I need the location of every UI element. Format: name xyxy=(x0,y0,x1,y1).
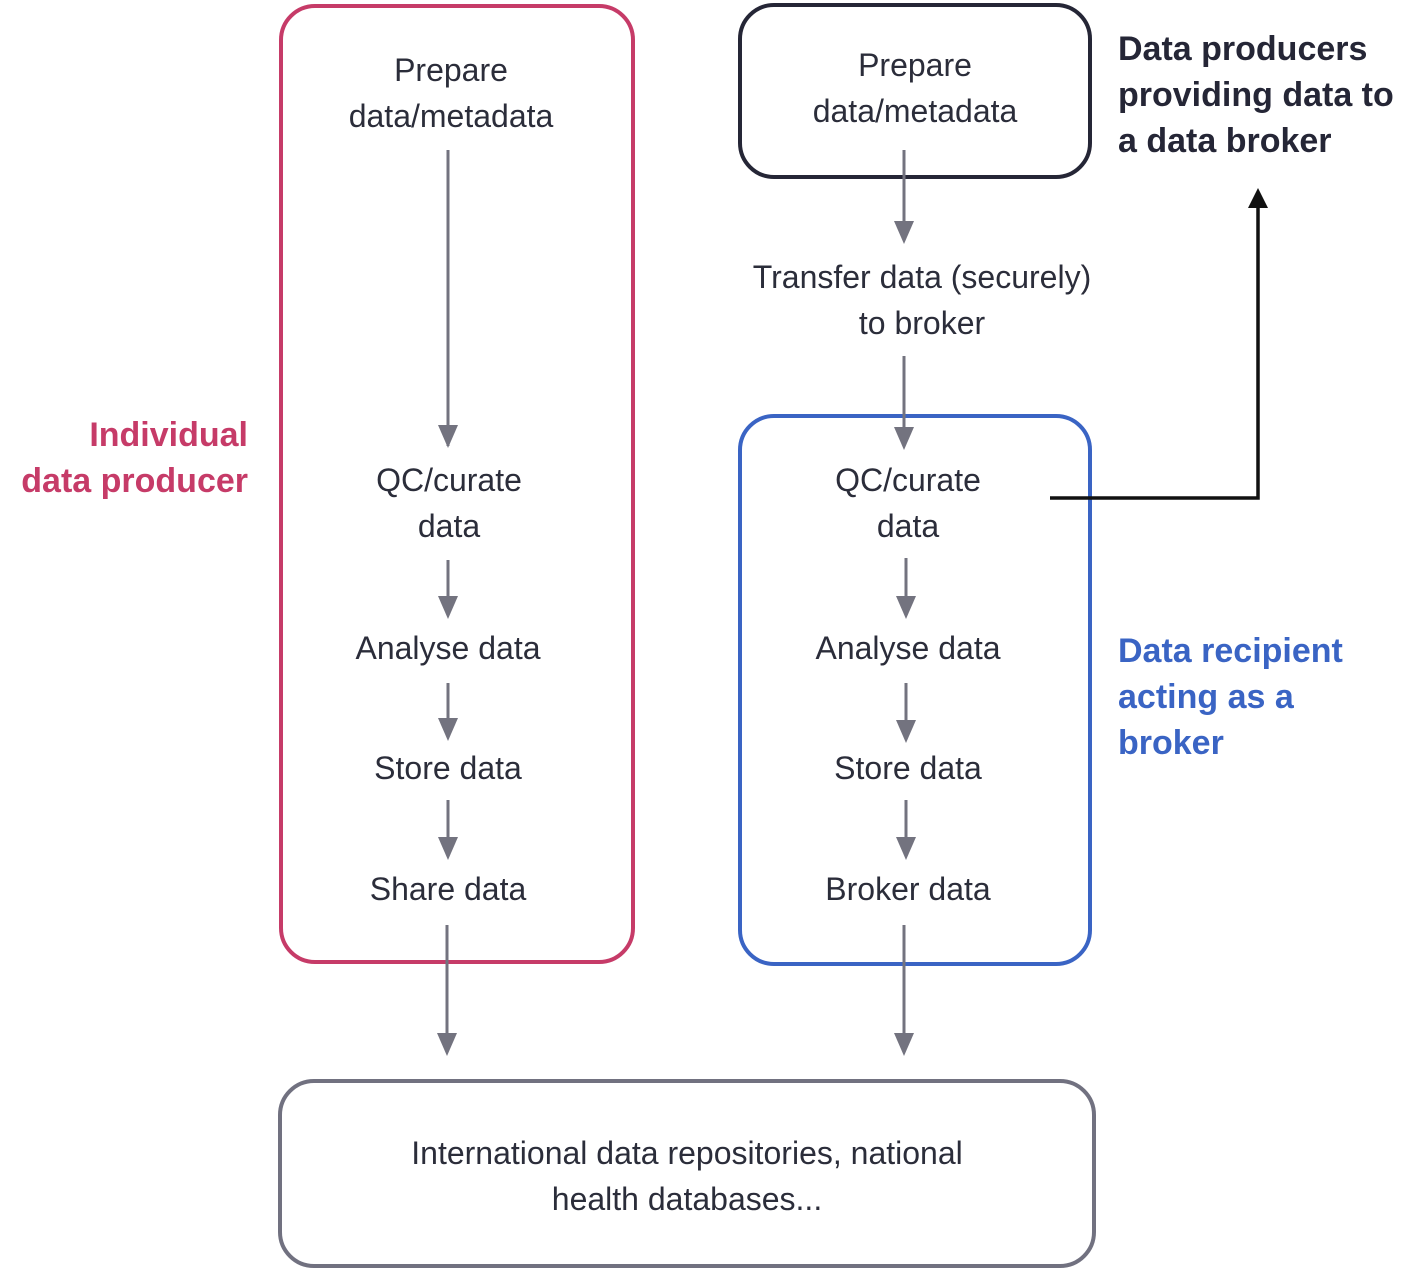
arrowhead xyxy=(1248,188,1268,208)
transfer-step: Transfer data (securely) to broker xyxy=(752,259,1092,341)
arrowhead xyxy=(438,425,458,448)
repository-text: International data repositories, nationa… xyxy=(411,1135,963,1217)
arrowhead xyxy=(894,221,914,244)
right-step-broker: Broker data xyxy=(825,871,991,907)
left-step-store: Store data xyxy=(374,750,522,786)
left-step-analyse: Analyse data xyxy=(355,630,541,666)
arrowhead xyxy=(437,1033,457,1056)
arrow-qc-to-producers xyxy=(1050,206,1260,500)
arrowhead xyxy=(894,427,914,450)
repository-box xyxy=(278,1079,1096,1268)
arrowhead xyxy=(896,596,916,619)
arrowhead xyxy=(438,718,458,741)
arrowhead xyxy=(438,837,458,860)
arrowhead xyxy=(896,720,916,743)
right-step-qc-curate: QC/curate data xyxy=(835,462,981,544)
right-step-analyse: Analyse data xyxy=(815,630,1001,666)
arrowhead xyxy=(896,837,916,860)
data-producers-label: Data producers providing data to a data … xyxy=(1118,30,1394,160)
individual-producer-label: Individual data producer xyxy=(21,416,248,500)
arrowhead xyxy=(438,596,458,619)
left-step-prepare: Prepare data/metadata xyxy=(348,52,554,134)
individual-producer-box xyxy=(279,4,635,964)
left-step-share: Share data xyxy=(369,871,527,907)
data-producers-box xyxy=(738,3,1092,179)
arrowhead xyxy=(894,1033,914,1056)
left-step-qc-curate: QC/curate data xyxy=(376,462,522,544)
broker-label: Data recipient acting as a broker xyxy=(1118,632,1343,762)
right-step-store: Store data xyxy=(834,750,982,786)
right-step-prepare: Prepare data/metadata xyxy=(812,47,1018,129)
broker-box xyxy=(738,414,1092,966)
